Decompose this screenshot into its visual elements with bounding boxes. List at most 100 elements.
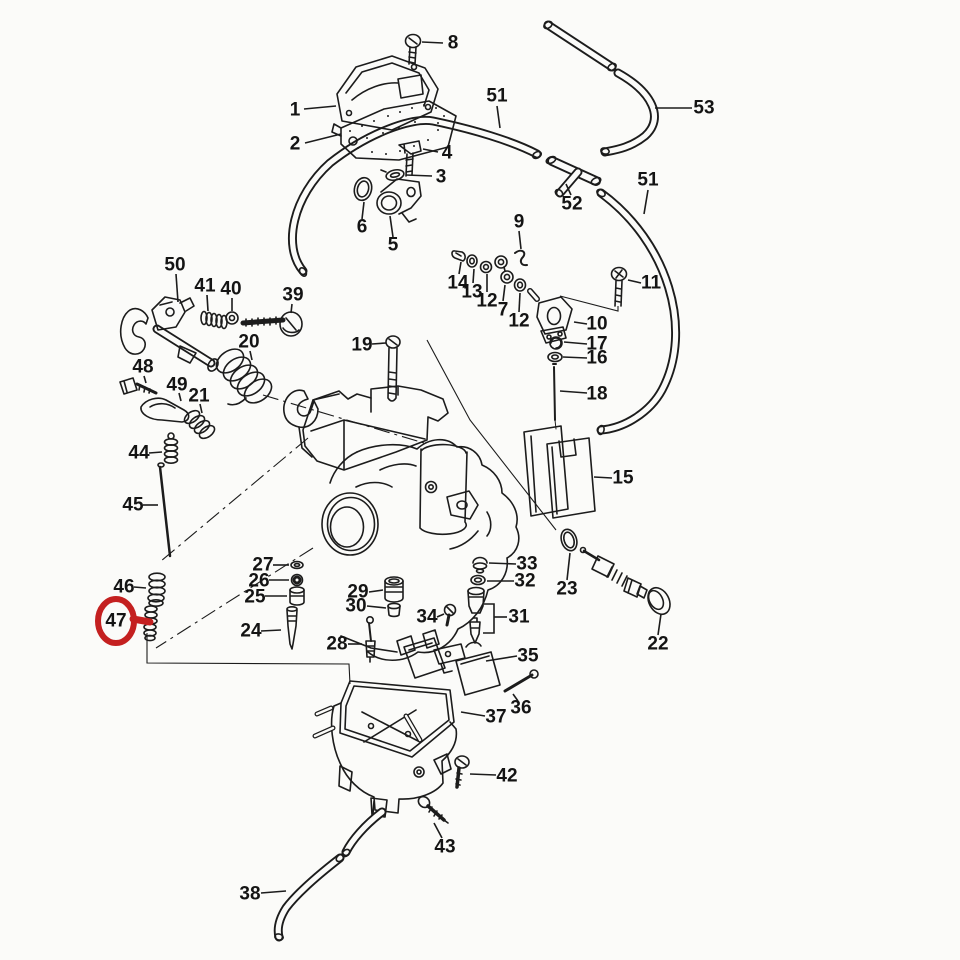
part-label-53: 53	[693, 98, 714, 119]
assembly-axis-line	[426, 339, 557, 531]
needle-valve-28-drawing	[365, 615, 376, 663]
leader-line-17	[563, 341, 588, 345]
fuel-hose-51-main-drawing	[287, 115, 543, 277]
leader-line-14	[458, 261, 462, 275]
part-label-28: 28	[326, 634, 347, 655]
part-label-11: 11	[641, 273, 662, 294]
screw-11-drawing	[559, 266, 628, 312]
leader-line-23	[566, 552, 571, 581]
part-label-24: 24	[240, 621, 262, 642]
leader-line-19	[371, 342, 387, 345]
diaphragm-plate-15-drawing	[523, 425, 596, 519]
leader-line-16	[562, 356, 588, 359]
vent-hose-53-drawing	[543, 20, 659, 157]
leader-line-41	[206, 294, 209, 312]
leader-line-37	[460, 711, 486, 717]
highlight-circle-47	[95, 596, 137, 646]
pipe-screw-4-drawing	[398, 140, 422, 177]
main-jet-29-drawing	[384, 576, 404, 603]
part-label-51-2: 51	[637, 170, 659, 191]
seal-ring-6-drawing	[353, 176, 373, 202]
pilot-screw-24-drawing	[286, 605, 298, 650]
clip-14-drawing	[451, 250, 466, 262]
bowl-screw-42-drawing	[454, 755, 470, 789]
leader-line-38	[260, 890, 287, 894]
part-label-47: 47	[105, 611, 126, 632]
bracket-line-31	[483, 603, 495, 634]
leader-line-20	[249, 350, 253, 361]
leader-line-29	[368, 589, 384, 593]
leader-line-15	[593, 476, 613, 479]
part-label-27: 27	[252, 555, 273, 576]
leader-line-11	[627, 279, 642, 284]
washer-40-drawing	[225, 311, 239, 325]
drain-screw-43-drawing	[417, 795, 449, 824]
pipe-holder-5-drawing	[376, 178, 422, 223]
leader-line-4	[422, 148, 439, 153]
leader-line-9	[518, 230, 522, 250]
choke-plunger-22-drawing	[579, 546, 671, 616]
part-label-52: 52	[561, 194, 582, 215]
part-label-51: 51	[486, 86, 508, 107]
pilot-washer-27-drawing	[290, 560, 304, 570]
part-label-42: 42	[496, 766, 517, 787]
washer-32-drawing	[470, 574, 486, 586]
part-label-15: 15	[612, 468, 634, 489]
axis-lines	[146, 394, 425, 685]
spring-seat-25-drawing	[289, 586, 305, 606]
spring-41-drawing	[200, 310, 228, 330]
part-label-17: 17	[586, 334, 607, 355]
part-label-32: 32	[514, 571, 535, 592]
leader-line-51	[496, 105, 501, 129]
leader-line-13	[472, 268, 475, 284]
cap-33-drawing	[472, 556, 488, 574]
part-label-9: 9	[514, 212, 525, 233]
bracket-49-drawing	[140, 397, 190, 423]
leader-line-3	[405, 174, 433, 177]
part-label-38: 38	[239, 884, 260, 905]
leader-line-30	[366, 605, 387, 609]
o-ring-23-drawing	[560, 528, 578, 552]
part-label-34: 34	[416, 607, 438, 628]
leader-line-34	[436, 613, 445, 618]
leader-line-44	[148, 451, 163, 454]
spring-44-drawing	[163, 432, 179, 464]
part-label-2: 2	[290, 134, 301, 155]
leader-line-39	[290, 303, 293, 314]
spring-21-drawing	[183, 409, 216, 440]
drain-hose-38-drawing	[273, 807, 387, 942]
part-label-19: 19	[351, 335, 372, 356]
leader-line-42	[469, 773, 497, 776]
part-label-14: 14	[447, 273, 469, 294]
part-label-3: 3	[436, 167, 447, 188]
valve-10-drawing	[527, 288, 573, 344]
leader-line-12-2	[518, 292, 521, 313]
part-label-1: 1	[290, 100, 301, 121]
part-label-6: 6	[357, 217, 368, 238]
leader-line-10	[573, 321, 588, 325]
leader-line-2	[304, 133, 342, 144]
part-label-35: 35	[517, 646, 539, 667]
part-label-26: 26	[248, 571, 269, 592]
leader-line-8	[421, 41, 444, 44]
t-joint-52-drawing	[545, 155, 602, 198]
part-label-23: 23	[556, 579, 577, 600]
carburetor-body-drawing	[283, 335, 520, 662]
leader-line-35	[485, 655, 518, 662]
leader-line-51-2	[643, 189, 649, 215]
float-35-drawing	[403, 637, 501, 696]
nut-12-drawing	[479, 260, 493, 274]
spring-46-drawing	[147, 572, 166, 607]
fuel-hose-51-right-drawing	[596, 188, 681, 436]
leader-line-22	[657, 613, 662, 636]
part-label-45: 45	[122, 495, 144, 516]
leader-line-48	[143, 375, 147, 384]
part-label-25: 25	[244, 587, 266, 608]
part-label-39: 39	[282, 285, 303, 306]
leader-line-21	[199, 403, 203, 414]
screw-39-drawing	[240, 311, 303, 337]
screw-48-drawing	[119, 377, 158, 395]
needle-rod-45-drawing	[157, 462, 172, 558]
